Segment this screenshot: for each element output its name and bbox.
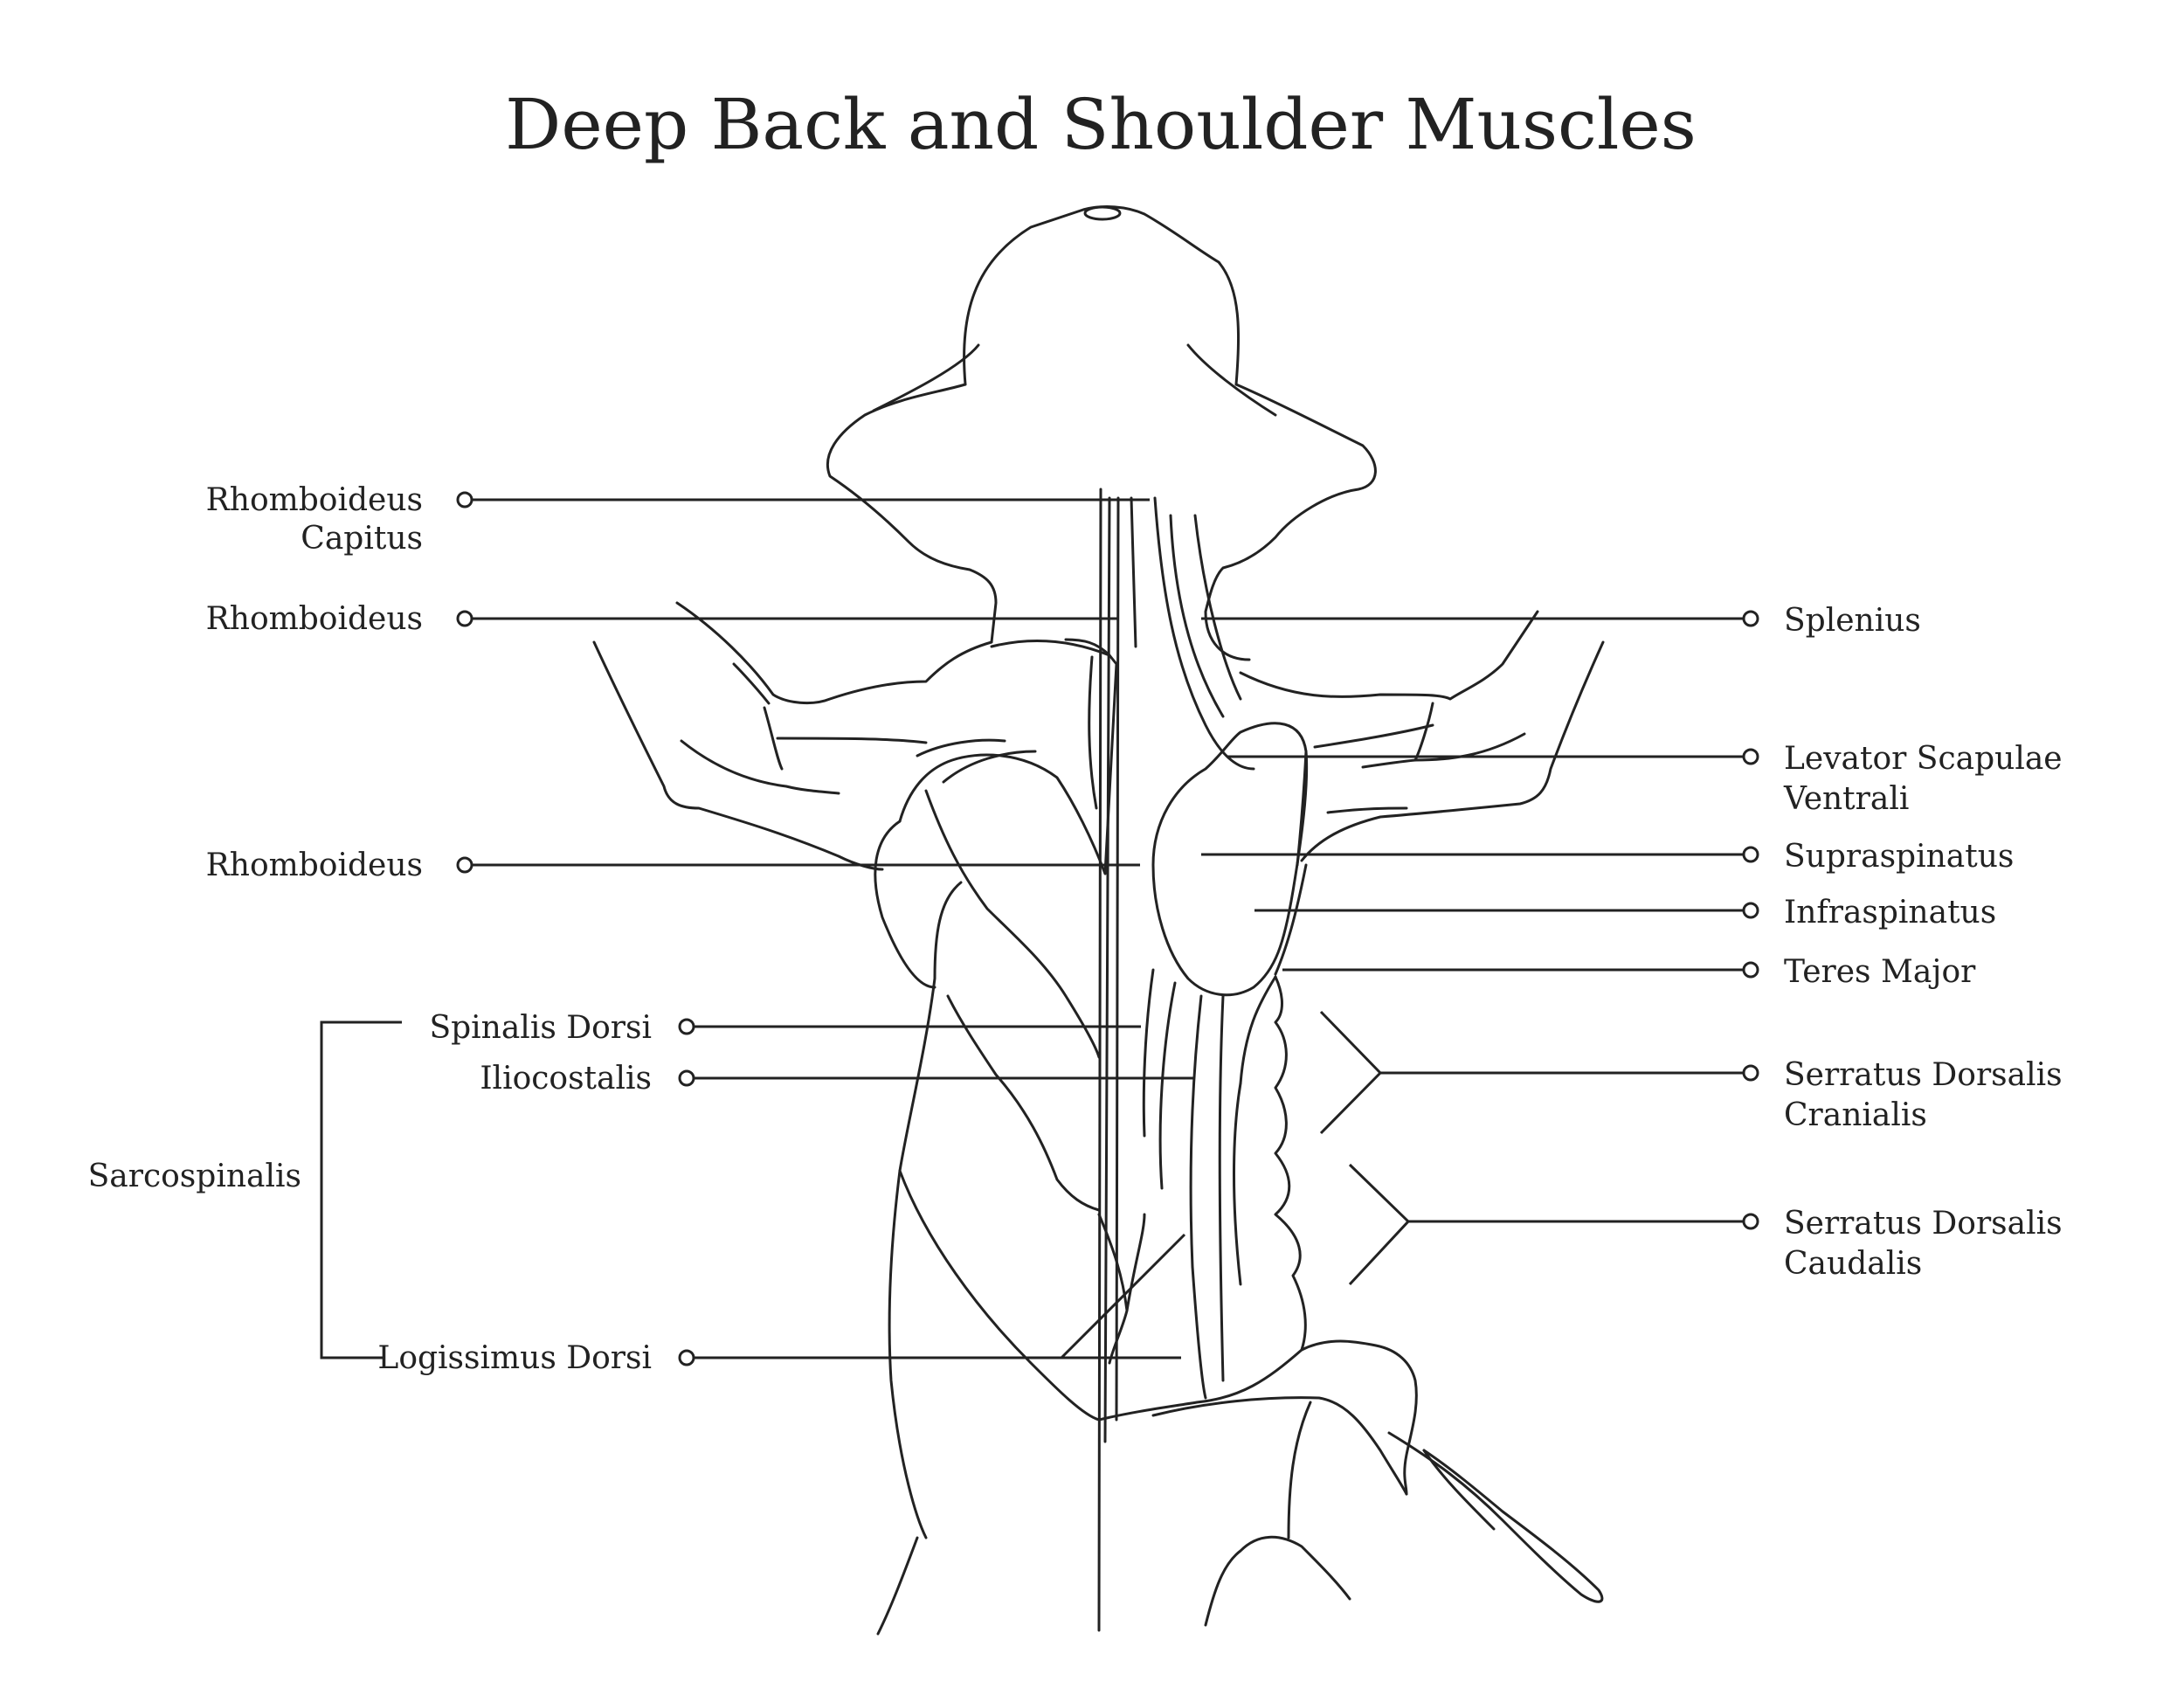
body-outline [592, 205, 1605, 1636]
callout-dot [678, 1349, 695, 1366]
label-rhomboideus-upper: Rhomboideus [206, 601, 423, 637]
callout-rhomboideus-lower: Rhomboideus [206, 847, 1140, 883]
sarcospinalis-bracket: Sarcospinalis [88, 1020, 402, 1359]
label-serratus-cranialis-line2: Cranialis [1784, 1097, 1927, 1133]
callout-rhomboideus-capitus: Rhomboideus Capitus [206, 482, 1150, 557]
label-iliocostalis: Iliocostalis [480, 1061, 652, 1097]
callout-dot [1742, 610, 1759, 627]
callout-dot [456, 610, 473, 627]
callout-dot [1742, 846, 1759, 863]
callout-dot [456, 856, 473, 874]
callout-dot [1742, 961, 1759, 979]
label-rhomboideus-capitus-line2: Capitus [301, 521, 423, 557]
label-rhomboideus-capitus-line1: Rhomboideus [206, 482, 423, 518]
callout-teres-major: Teres Major [1282, 954, 1976, 990]
label-supraspinatus: Supraspinatus [1784, 839, 2014, 875]
callout-dot [678, 1069, 695, 1087]
callout-dot [1742, 748, 1759, 765]
callout-serratus-dorsalis-caudalis: Serratus Dorsalis Caudalis [1348, 1163, 2063, 1286]
callout-dot [1742, 1213, 1759, 1230]
callout-splenius: Splenius [1201, 603, 1921, 639]
callout-levator-scapulae-ventrali: Levator Scapulae Ventrali [1227, 741, 2063, 817]
callout-dot [1742, 902, 1759, 919]
label-teres-major: Teres Major [1784, 954, 1976, 990]
label-logissimus-dorsi: Logissimus Dorsi [377, 1340, 652, 1376]
page-title: Deep Back and Shoulder Muscles [505, 84, 1697, 165]
callout-rhomboideus-upper: Rhomboideus [206, 601, 1118, 637]
callout-iliocostalis: Iliocostalis [480, 1061, 1193, 1097]
label-serratus-caudalis-line2: Caudalis [1784, 1246, 1922, 1282]
label-serratus-cranialis-line1: Serratus Dorsalis [1784, 1057, 2063, 1093]
label-serratus-caudalis-line1: Serratus Dorsalis [1784, 1206, 2063, 1242]
callout-dot [456, 491, 473, 508]
label-levator-line1: Levator Scapulae [1784, 741, 2063, 777]
callout-logissimus-dorsi: Logissimus Dorsi [377, 1233, 1186, 1376]
callout-serratus-dorsalis-cranialis: Serratus Dorsalis Cranialis [1319, 1010, 2063, 1135]
label-splenius: Splenius [1784, 603, 1921, 639]
label-levator-line2: Ventrali [1783, 781, 1909, 817]
callout-spinalis-dorsi: Spinalis Dorsi [429, 1010, 1141, 1046]
label-infraspinatus: Infraspinatus [1784, 895, 1996, 930]
callout-dot [1742, 1064, 1759, 1082]
callout-supraspinatus: Supraspinatus [1201, 839, 2014, 875]
label-spinalis-dorsi: Spinalis Dorsi [429, 1010, 652, 1046]
label-sarcospinalis: Sarcospinalis [88, 1159, 301, 1194]
callout-infraspinatus: Infraspinatus [1254, 895, 1996, 930]
callout-dot [678, 1018, 695, 1035]
label-rhomboideus-lower: Rhomboideus [206, 847, 423, 883]
